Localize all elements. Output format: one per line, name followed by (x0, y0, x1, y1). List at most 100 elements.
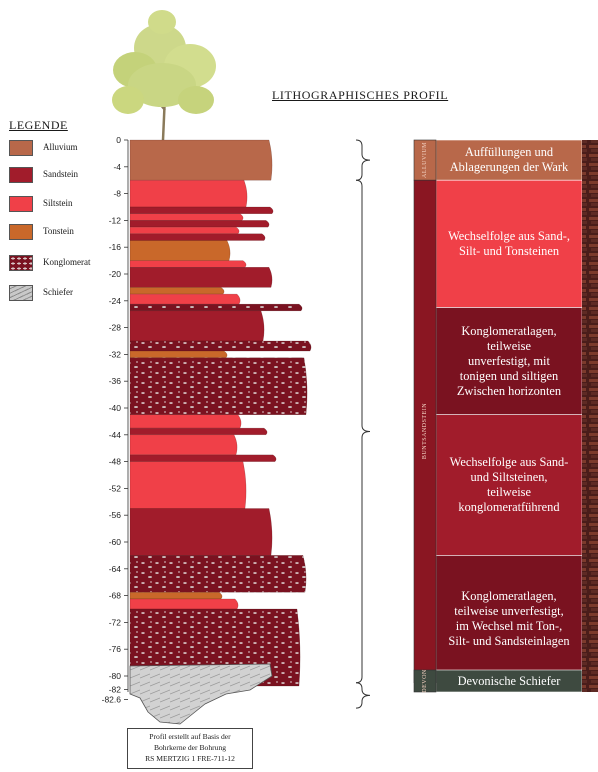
unit-description: Konglomeratlagen,teilweise unverfestigt,… (438, 555, 580, 682)
legend-item: Schiefer (9, 285, 129, 303)
caption-line: Profil erstellt auf Basis der (149, 732, 231, 741)
legend-swatch (9, 167, 33, 183)
legend-item: Tonstein (9, 224, 129, 242)
depth-tick-label: -24 (109, 296, 122, 306)
depth-tick-label: -64 (109, 564, 122, 574)
rock-layer (129, 260, 247, 268)
rock-layer (129, 206, 274, 214)
unit-description: Wechselfolge aus Sand-und Siltsteinen,te… (438, 415, 580, 556)
depth-tick-label: 0 (116, 135, 121, 145)
unit-description-line: unverfestigt, mit (468, 353, 550, 368)
unit-description-line: Ablagerungen der Wark (449, 160, 569, 175)
depth-tick-label: -40 (109, 403, 122, 413)
depth-tick-label: -12 (109, 215, 122, 225)
legend-label: Schiefer (43, 287, 73, 297)
depth-tick-label: -56 (109, 510, 122, 520)
rock-layer (129, 287, 225, 295)
unit-description-line: teilweise (486, 338, 532, 353)
strat-label: ALLUVIUM (422, 142, 428, 179)
unit-description-line: und Siltsteinen, (470, 470, 548, 485)
unit-description-line: Konglomeratlagen, (461, 589, 557, 604)
core-photo-strip (582, 140, 598, 692)
depth-tick-label: -82.6 (102, 694, 122, 704)
rock-layer (129, 293, 241, 305)
unit-description-line: Silt- und Tonsteinen (458, 243, 560, 258)
unit-description-line: Wechselfolge aus Sand-, (448, 228, 570, 243)
rock-layer (129, 220, 270, 228)
rock-layer (129, 213, 244, 221)
legend-swatch (9, 140, 33, 156)
brace (355, 682, 371, 709)
depth-tick-label: -68 (109, 591, 122, 601)
rock-layer (129, 350, 228, 358)
unit-box (435, 179, 583, 308)
depth-tick-label: -20 (109, 269, 122, 279)
rock-layer (129, 226, 240, 235)
legend-swatch (9, 255, 33, 271)
legend-label: Konglomerat (43, 257, 91, 267)
legend-item: Siltstein (9, 196, 129, 214)
depth-tick-label: -60 (109, 537, 122, 547)
legend-item: Konglomerat (9, 255, 129, 273)
braces (355, 139, 371, 709)
unit-description-line: im Wechsel mit Ton-, (455, 619, 563, 634)
rock-layer (129, 461, 247, 509)
legend-swatch (9, 196, 33, 212)
rock-layer (129, 310, 265, 342)
rock-layer (129, 555, 307, 593)
rock-layer (129, 592, 223, 600)
legend-item: Alluvium (9, 140, 129, 158)
rock-layer (129, 139, 273, 181)
rock-layer (129, 508, 273, 556)
rock-layer (129, 303, 303, 312)
depth-tick-label: -16 (109, 242, 122, 252)
page-title: LITHOGRAPHISCHES PROFIL (272, 88, 449, 102)
brace (355, 139, 371, 181)
unit-description-line: teilweise (486, 485, 532, 500)
unit-description-line: Silt- und Sandsteinlagen (448, 634, 570, 649)
depth-tick-label: -8 (113, 189, 121, 199)
unit-description: Devonische Schiefer (438, 670, 580, 692)
strat-label: BUNTSANDSTEIN (422, 403, 429, 460)
rock-layer (129, 240, 231, 261)
unit-description: Wechselfolge aus Sand-,Silt- und Tonstei… (438, 180, 580, 307)
rock-layer (129, 427, 268, 436)
rock-layer (129, 454, 277, 462)
caption-line: RS MERTZIG 1 FRE-711-12 (145, 754, 235, 763)
legend-label: Siltstein (43, 198, 73, 208)
legend-swatch (9, 285, 33, 301)
caption-box: Profil erstellt auf Basis der Bohrkerne … (127, 728, 253, 769)
legend-label: Tonstein (43, 226, 74, 236)
unit-box (435, 139, 583, 181)
rock-layer (129, 598, 239, 610)
unit-description-line: Devonische Schiefer (457, 673, 561, 688)
brace (355, 179, 371, 684)
unit-description-line: teilweise unverfestigt, (454, 604, 564, 619)
unit-description-line: Konglomeratlagen, (461, 323, 557, 338)
strat-column-cell (413, 669, 437, 693)
rock-layer (129, 434, 238, 456)
unit-description-line: Zwischen horizonten (456, 383, 562, 398)
depth-tick-label: -72 (109, 617, 122, 627)
depth-tick-label: -36 (109, 376, 122, 386)
depth-tick-label: -82 (109, 684, 122, 694)
schiefer-base (129, 663, 273, 725)
rock-layer (129, 233, 266, 241)
depth-tick-label: -52 (109, 483, 122, 493)
rock-layer (129, 357, 308, 415)
tree-illustration (112, 10, 216, 141)
legend-label: Alluvium (43, 142, 78, 152)
depth-tick-label: -44 (109, 430, 122, 440)
legend-swatch (9, 224, 33, 240)
unit-description-line: Auffüllungen und (464, 145, 554, 160)
legend-title: LEGENDE (9, 118, 68, 132)
caption-line: Bohrkerne der Bohrung (153, 743, 227, 752)
unit-description-line: tonigen und siltigen (459, 368, 559, 383)
rock-layer (129, 414, 242, 429)
rock-layer (129, 179, 248, 208)
unit-description-line: Wechselfolge aus Sand- (449, 455, 569, 470)
strat-label: DEVON (422, 669, 428, 693)
